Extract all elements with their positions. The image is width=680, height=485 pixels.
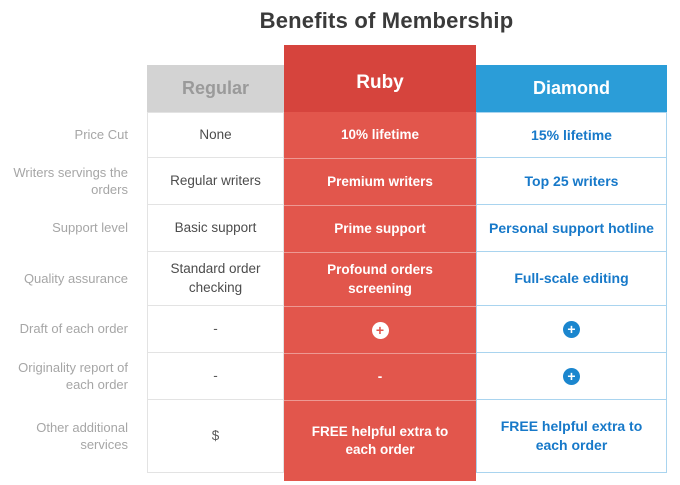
cell-ruby-quality-assurance: Profound orders screening <box>284 252 476 306</box>
row-label-quality-assurance: Quality assurance <box>23 270 128 286</box>
row-label-writers: Writers servings the orders <box>13 164 128 197</box>
cell-ruby-draft: + <box>284 306 476 353</box>
column-header-ruby: Ruby <box>284 45 476 112</box>
cell-regular-quality-assurance: Standard order checking <box>147 252 284 306</box>
cell-ruby-support-level: Prime support <box>284 205 476 252</box>
plus-icon: + <box>563 320 580 338</box>
cell-diamond-draft: + <box>476 306 667 353</box>
row-label-support-level: Support level <box>52 220 128 236</box>
plus-icon: + <box>371 321 389 339</box>
cell-regular-draft: - <box>147 306 284 353</box>
cell-ruby-originality-report: - <box>284 353 476 400</box>
cell-ruby-other-services: FREE helpful extra to each order <box>284 400 476 481</box>
row-label-other-services: Other additional services <box>36 419 128 452</box>
cell-diamond-writers: Top 25 writers <box>476 158 667 205</box>
cell-diamond-other-services: FREE helpful extra to each order <box>476 400 667 473</box>
row-label-originality-report: Originality report of each order <box>18 359 128 392</box>
row-label-price-cut: Price Cut <box>74 126 128 142</box>
cell-ruby-price-cut: 10% lifetime <box>340 126 420 142</box>
column-header-regular: Regular <box>147 65 284 112</box>
dollar-glyph: $ <box>211 427 220 443</box>
column-header-diamond: Diamond <box>476 65 667 112</box>
cell-regular-writers: Regular writers <box>147 158 284 205</box>
cell-diamond-support-level: Personal support hotline <box>476 205 667 252</box>
ruby-column: Ruby 10% lifetime Premium writers Prime … <box>284 45 476 481</box>
row-label-draft: Draft of each order <box>19 321 128 337</box>
cell-ruby-writers: Premium writers <box>284 158 476 205</box>
cell-regular-support-level: Basic support <box>147 205 284 252</box>
cell-diamond-originality-report: + <box>476 353 667 400</box>
header-row-label-spacer <box>0 65 147 112</box>
cell-diamond-quality-assurance: Full-scale editing <box>476 252 667 306</box>
comparison-table: Regular Diamond Price Cut None 15% lifet… <box>0 65 667 473</box>
cell-regular-price-cut: None <box>147 112 284 158</box>
dash-glyph: - <box>213 367 218 383</box>
plus-icon: + <box>563 367 580 385</box>
cell-regular-originality-report: - <box>147 353 284 400</box>
dash-glyph: - <box>213 320 218 336</box>
cell-regular-other-services: $ <box>147 400 284 473</box>
page-title: Benefits of Membership <box>259 8 514 33</box>
cell-diamond-price-cut: 15% lifetime <box>476 112 667 158</box>
